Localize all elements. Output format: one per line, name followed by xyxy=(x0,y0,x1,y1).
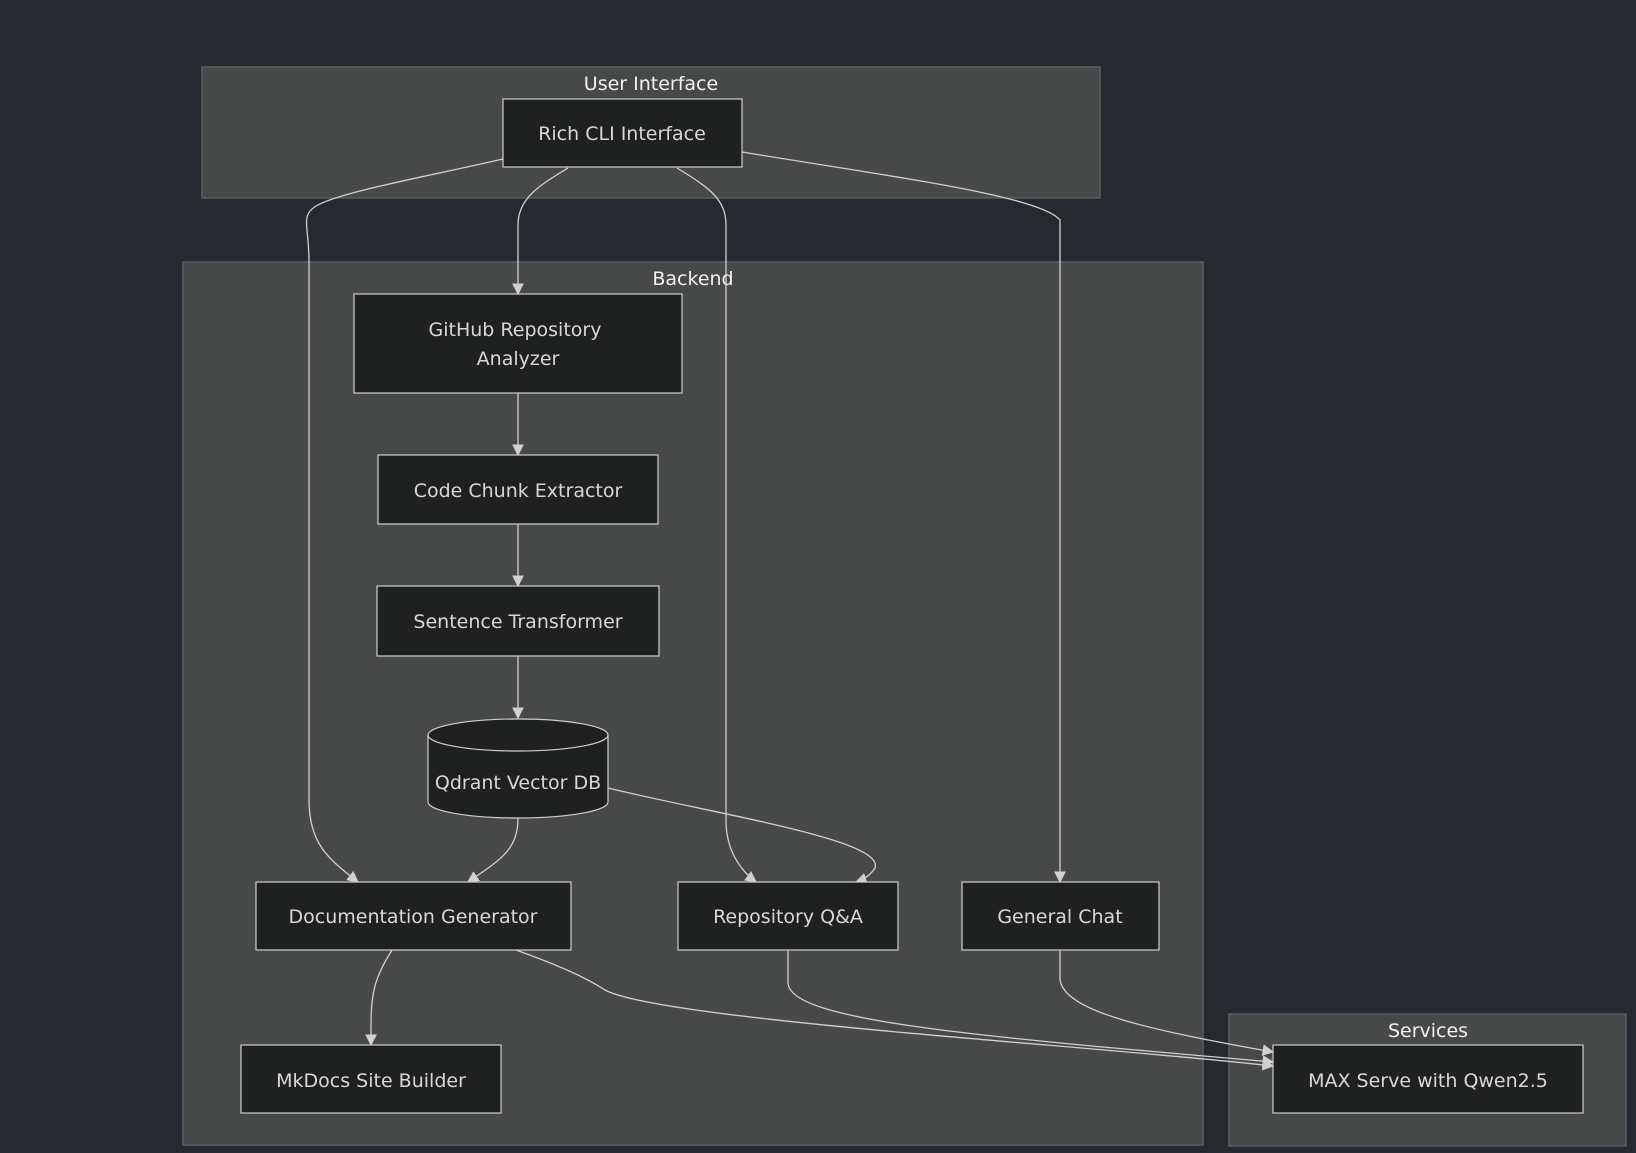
edges xyxy=(305,151,1275,1071)
node-general-chat-label: General Chat xyxy=(997,906,1122,928)
qdrant-cylinder-body xyxy=(427,718,609,819)
cluster-backend: Backend xyxy=(182,261,1204,1146)
edge-qa-max xyxy=(787,950,1275,1067)
node-repository-qa[interactable]: Repository Q&A xyxy=(677,881,899,951)
node-max-serve-qwen-label: MAX Serve with Qwen2.5 xyxy=(1308,1070,1548,1092)
node-mkdocs-site-builder[interactable]: MkDocs Site Builder xyxy=(240,1044,502,1114)
edge-cli-chat xyxy=(741,151,1066,884)
node-mkdocs-site-builder-label: MkDocs Site Builder xyxy=(276,1070,466,1092)
edge-qdrant-qa xyxy=(607,787,876,885)
cluster-backend-box xyxy=(182,261,1204,1146)
node-general-chat[interactable]: General Chat xyxy=(961,881,1160,951)
edge-qdrant-docgen xyxy=(467,817,519,883)
node-rich-cli-interface-label: Rich CLI Interface xyxy=(538,123,706,145)
edge-cli-docgen xyxy=(305,158,504,883)
edge-cli-analyzer xyxy=(512,167,569,296)
node-repository-qa-label: Repository Q&A xyxy=(713,906,863,928)
node-qdrant-vector-db[interactable]: Qdrant Vector DB xyxy=(427,718,609,819)
node-sentence-transformer-label: Sentence Transformer xyxy=(413,611,622,633)
node-max-serve-qwen[interactable]: MAX Serve with Qwen2.5 xyxy=(1272,1044,1584,1114)
cluster-services-label: Services xyxy=(1388,1020,1468,1042)
node-documentation-generator-label: Documentation Generator xyxy=(289,906,538,928)
node-documentation-generator[interactable]: Documentation Generator xyxy=(255,881,572,951)
node-sentence-transformer[interactable]: Sentence Transformer xyxy=(376,585,660,657)
edge-chat-max xyxy=(1059,950,1275,1056)
cluster-user-interface-label: User Interface xyxy=(584,73,718,95)
node-github-repository-analyzer-label-line1: GitHub Repository xyxy=(429,319,602,341)
node-github-repository-analyzer[interactable]: GitHub Repository Analyzer xyxy=(353,293,683,394)
edge-docgen-max xyxy=(515,949,1275,1071)
node-code-chunk-extractor-label: Code Chunk Extractor xyxy=(414,480,623,502)
edge-docgen-mkdocs xyxy=(365,949,393,1047)
cluster-backend-label: Backend xyxy=(652,268,733,290)
node-qdrant-vector-db-label: Qdrant Vector DB xyxy=(435,772,601,794)
node-github-repository-analyzer-label-line2: Analyzer xyxy=(477,348,560,370)
qdrant-cylinder-top xyxy=(427,734,609,752)
node-rich-cli-interface[interactable]: Rich CLI Interface xyxy=(502,98,743,168)
node-code-chunk-extractor[interactable]: Code Chunk Extractor xyxy=(377,454,659,525)
edge-cli-qa xyxy=(676,167,757,883)
